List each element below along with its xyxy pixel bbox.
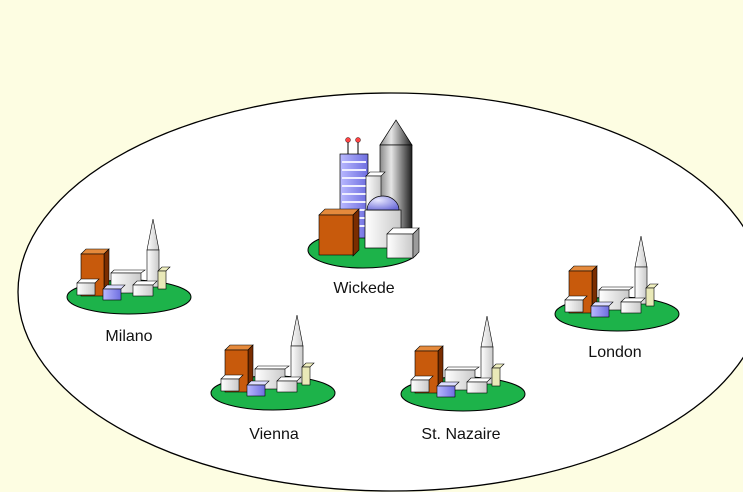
hub-city-icon [307,119,420,269]
site-label-vienna: Vienna [249,426,299,443]
site-label-st-nazaire: St. Nazaire [421,426,501,443]
site-label-milano: Milano [105,328,153,345]
site-label-london: London [588,344,642,361]
network-boundary [17,92,743,492]
hub-label: Wickede [333,280,395,297]
